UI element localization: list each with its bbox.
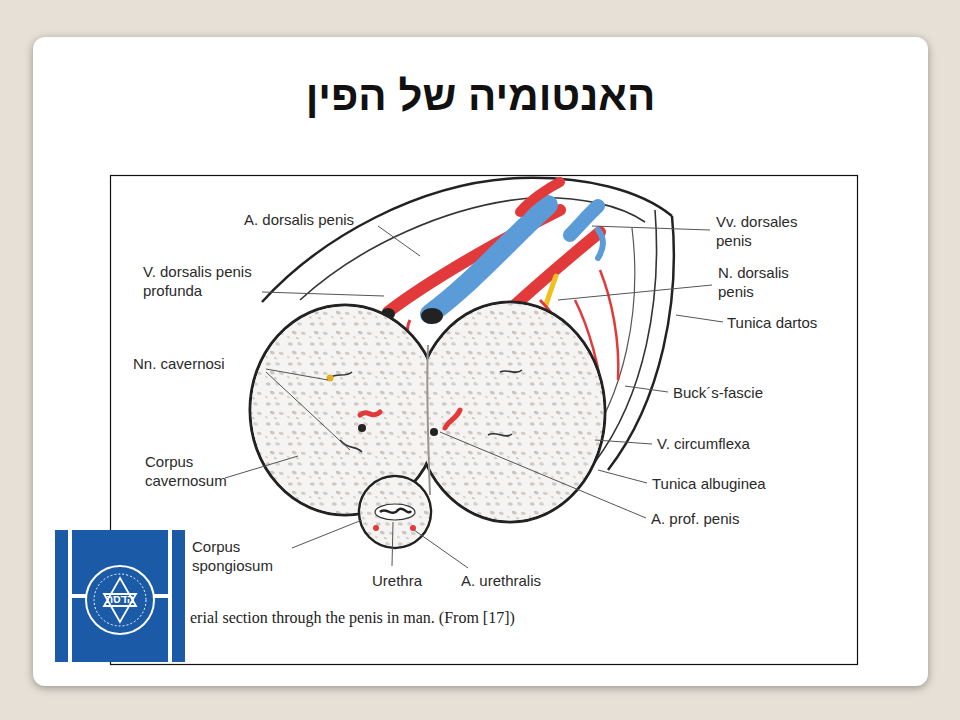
anatomy-label: N. dorsalis penis: [718, 263, 818, 301]
anatomy-label: Buck´s-fascie: [673, 383, 763, 402]
anatomy-label: A. dorsalis penis: [244, 210, 354, 229]
anatomy-label: Corpus cavernosum: [145, 452, 263, 490]
figure-caption: erial section through the penis in man. …: [190, 608, 515, 628]
anatomy-label: A. urethralis: [461, 571, 541, 590]
anatomy-label: Nn. cavernosi: [133, 354, 225, 373]
anatomy-label: Tunica albuginea: [652, 474, 766, 493]
logo-text: הדסה: [98, 593, 142, 606]
anatomy-label: Urethra: [372, 571, 422, 590]
anatomy-label: A. prof. penis: [651, 509, 739, 528]
anatomy-label: V. dorsalis penis profunda: [143, 262, 293, 300]
picture-frame: [111, 176, 858, 665]
anatomy-label: Corpus spongiosum: [192, 537, 292, 575]
anatomy-label: V. circumflexa: [657, 434, 750, 453]
anatomy-label: Vv. dorsales penis: [716, 212, 816, 250]
slide-title: האנטומיה של הפין: [33, 70, 928, 122]
anatomy-label: Tunica dartos: [727, 313, 817, 332]
